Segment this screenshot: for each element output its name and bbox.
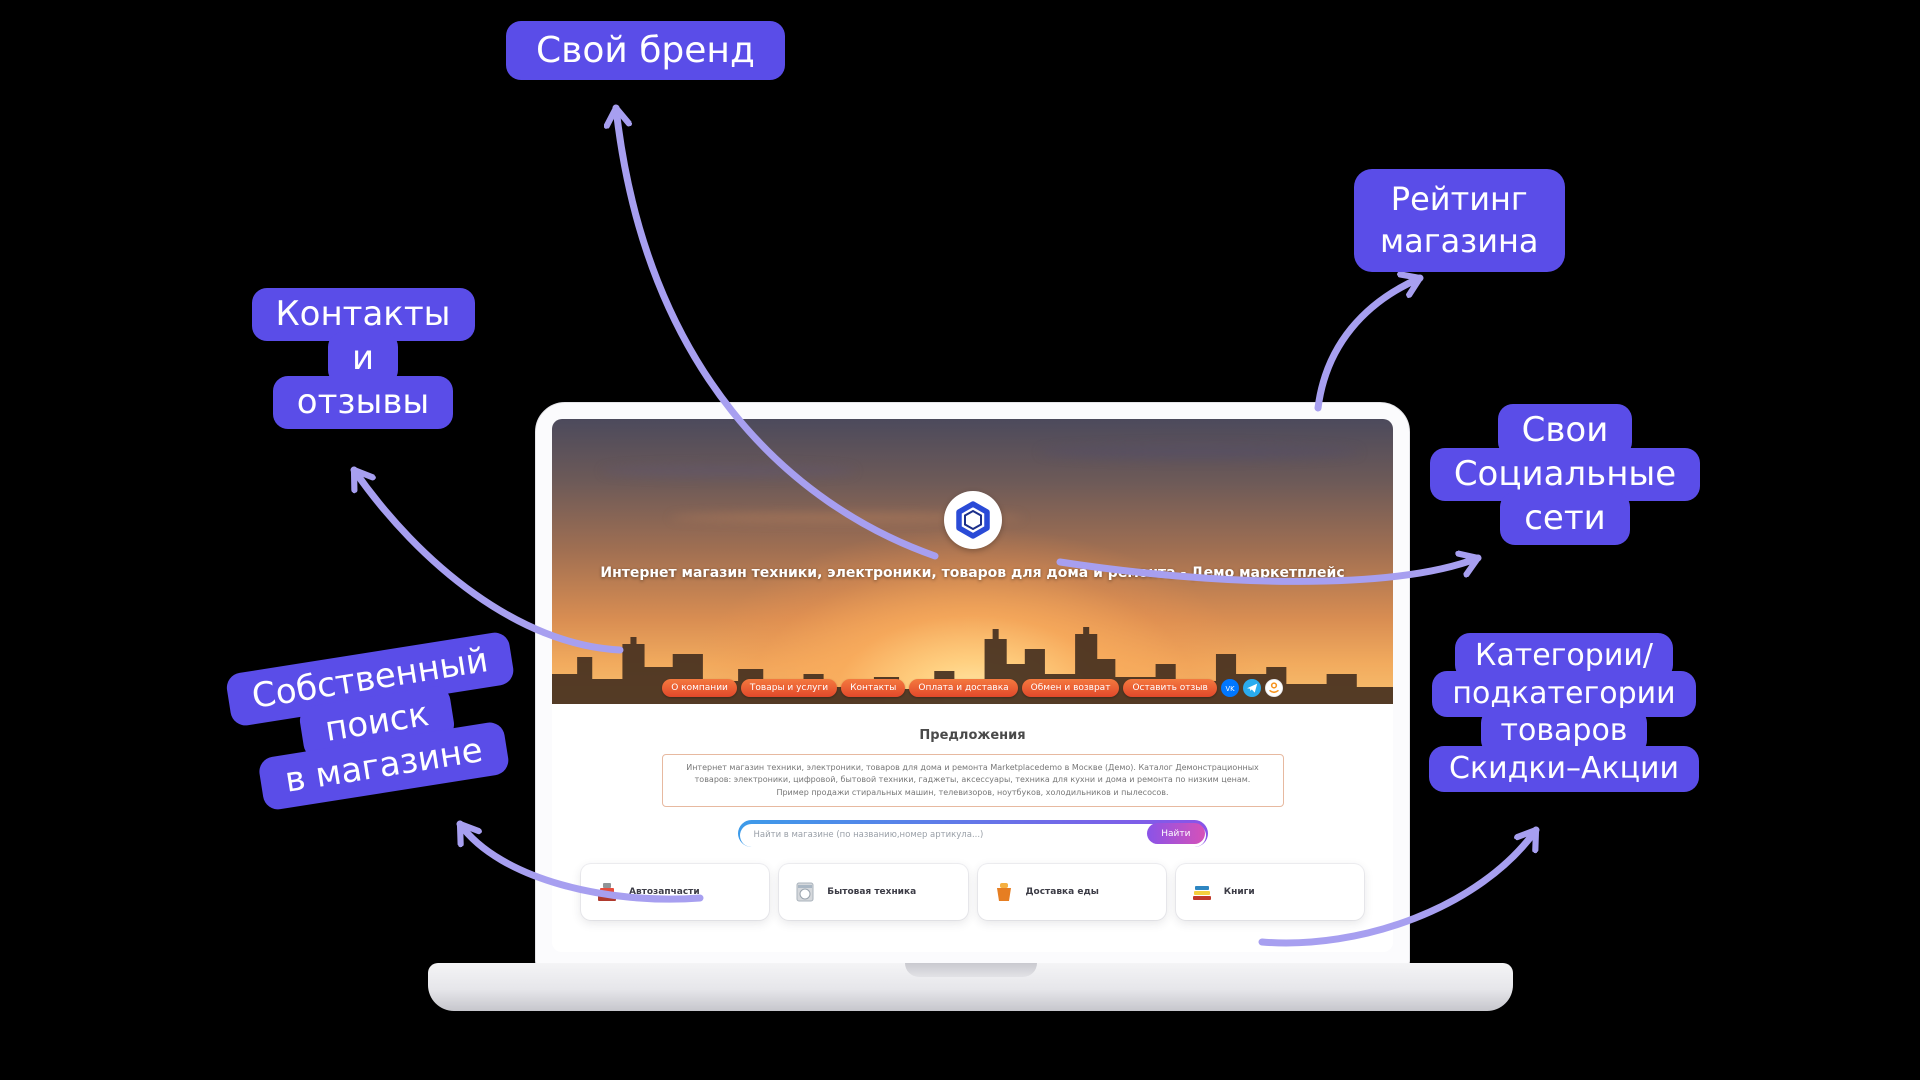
- appliance-icon: [796, 882, 814, 902]
- cloud: [1039, 444, 1360, 459]
- category-label: Книги: [1223, 887, 1255, 898]
- nav-item-contacts[interactable]: Контакты: [841, 679, 906, 697]
- category-label: Бытовая техника: [827, 887, 917, 898]
- store-logo[interactable]: [943, 491, 1002, 549]
- car-parts-icon: [598, 883, 616, 902]
- store-description: Интернет магазин техники, электроники, т…: [661, 754, 1284, 808]
- category-card-food-delivery[interactable]: Доставка еды: [977, 864, 1166, 921]
- hexagon-logo-icon: [955, 501, 990, 539]
- laptop-base: [428, 963, 1513, 1011]
- hero-banner: Интернет магазин техники, электроники, т…: [552, 419, 1393, 704]
- nav-item-about[interactable]: О компании: [662, 679, 737, 697]
- arrow-rating: [1314, 278, 1424, 412]
- svg-text:VK: VK: [1225, 685, 1235, 693]
- callout-social-networks: Свои Социальные сети: [1429, 404, 1701, 546]
- nav-item-returns[interactable]: Обмен и возврат: [1021, 679, 1120, 697]
- callout-categories: Категории/ подкатегории товаров Скидки–А…: [1429, 633, 1699, 792]
- category-label: Автозапчасти: [629, 887, 700, 898]
- category-card-auto-parts[interactable]: Автозапчасти: [581, 864, 770, 921]
- search-input-wrap: [737, 820, 1208, 848]
- category-cards: Автозапчасти Бытовая техника: [552, 847, 1393, 921]
- cloud: [602, 464, 855, 477]
- callout-contacts-reviews: Контакты и отзывы: [250, 288, 476, 430]
- callout-contacts-line: отзывы: [272, 376, 454, 430]
- callout-social-line: сети: [1500, 492, 1630, 546]
- books-icon: [1192, 886, 1211, 901]
- callout-own-brand-label: Свой бренд: [506, 21, 785, 81]
- store-searchbar: Найти: [737, 820, 1208, 848]
- category-label: Доставка еды: [1025, 887, 1099, 898]
- store-search-button[interactable]: Найти: [1147, 823, 1205, 845]
- vk-icon[interactable]: VK: [1220, 679, 1239, 697]
- store-search-input[interactable]: [739, 823, 1206, 847]
- callout-categories-line: Скидки–Акции: [1429, 745, 1699, 792]
- site-title: Интернет магазин техники, электроники, т…: [600, 565, 1345, 581]
- laptop-hinge-notch: [904, 963, 1037, 977]
- nav-item-review[interactable]: Оставить отзыв: [1123, 679, 1217, 697]
- offers-heading: Предложения: [919, 728, 1026, 743]
- callout-own-search: Собственный поиск в магазине: [223, 630, 532, 815]
- nav-item-products[interactable]: Товары и услуги: [740, 679, 838, 697]
- category-card-appliances[interactable]: Бытовая техника: [779, 864, 968, 921]
- callout-categories-line: товаров: [1480, 708, 1648, 755]
- food-bag-icon: [996, 883, 1011, 902]
- ok-icon[interactable]: [1264, 679, 1283, 697]
- browser-viewport: Интернет магазин техники, электроники, т…: [552, 419, 1393, 952]
- callout-store-rating-line: Рейтинг: [1390, 180, 1528, 218]
- telegram-icon[interactable]: [1242, 679, 1261, 697]
- category-card-books[interactable]: Книги: [1175, 864, 1364, 921]
- laptop-screen: Интернет магазин техники, электроники, т…: [535, 402, 1410, 969]
- callout-store-rating-line: магазина: [1380, 221, 1539, 260]
- store-content: Предложения Интернет магазин техники, эл…: [552, 704, 1393, 952]
- callout-own-brand: Свой бренд: [506, 21, 785, 81]
- callout-store-rating: Рейтинг магазина: [1354, 169, 1565, 273]
- site-nav: О компании Товары и услуги Контакты Опла…: [552, 679, 1393, 697]
- nav-item-payment[interactable]: Оплата и доставка: [909, 679, 1018, 697]
